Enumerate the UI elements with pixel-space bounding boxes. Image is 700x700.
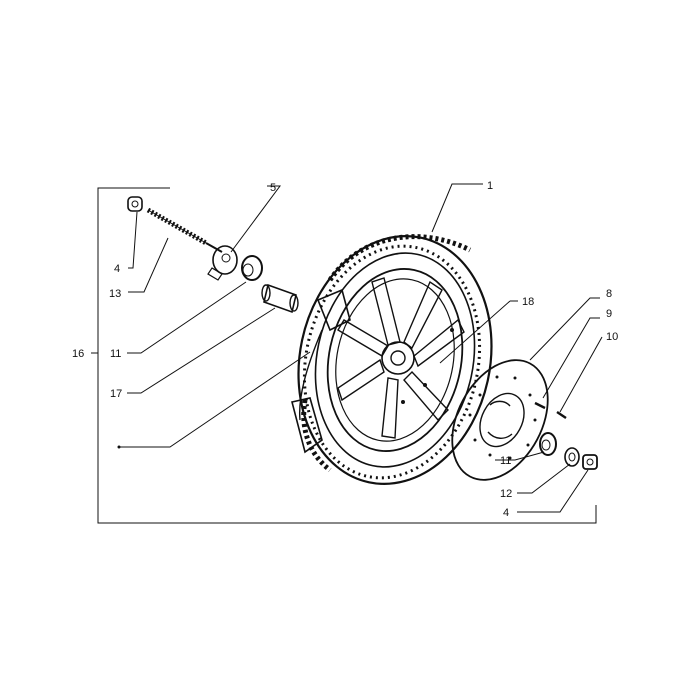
callout-11-right: 11	[500, 455, 511, 467]
wheel-rim	[326, 268, 465, 452]
bearing-right	[539, 432, 557, 456]
disc-holes	[468, 375, 537, 460]
callout-4-left: 4	[114, 263, 120, 275]
leader-lines	[117, 183, 603, 513]
callout-12: 12	[500, 488, 512, 500]
callout-11-left: 11	[110, 348, 121, 360]
spacer-tube	[261, 283, 299, 314]
callout-9: 9	[606, 308, 612, 320]
callout-13: 13	[109, 288, 121, 300]
callout-4-right: 4	[503, 507, 509, 519]
callout-8: 8	[606, 288, 612, 300]
wheel-axle	[146, 207, 223, 253]
assembly-bracket	[91, 187, 597, 524]
callout-17: 17	[110, 388, 122, 400]
callout-1: 1	[487, 180, 493, 192]
callout-5: 5	[270, 182, 276, 194]
seal-ring	[564, 447, 580, 467]
front-tire	[297, 234, 493, 485]
disc-washer	[556, 411, 567, 419]
brake-disc	[451, 359, 549, 481]
disc-screw	[534, 401, 546, 410]
callout-10: 10	[606, 331, 618, 343]
front-fork-section	[291, 288, 351, 454]
callout-18: 18	[522, 296, 534, 308]
axle-nut-left	[127, 196, 143, 212]
bearing-left	[241, 255, 263, 281]
axle-nut-right	[582, 454, 598, 470]
callout-16: 16	[72, 348, 84, 360]
speedometer-drive	[207, 245, 238, 281]
callout-labels: 1 5 4 13 16 11 17 18 8 9 10 11 12 4	[72, 180, 618, 519]
wheel-spokes	[337, 277, 465, 439]
